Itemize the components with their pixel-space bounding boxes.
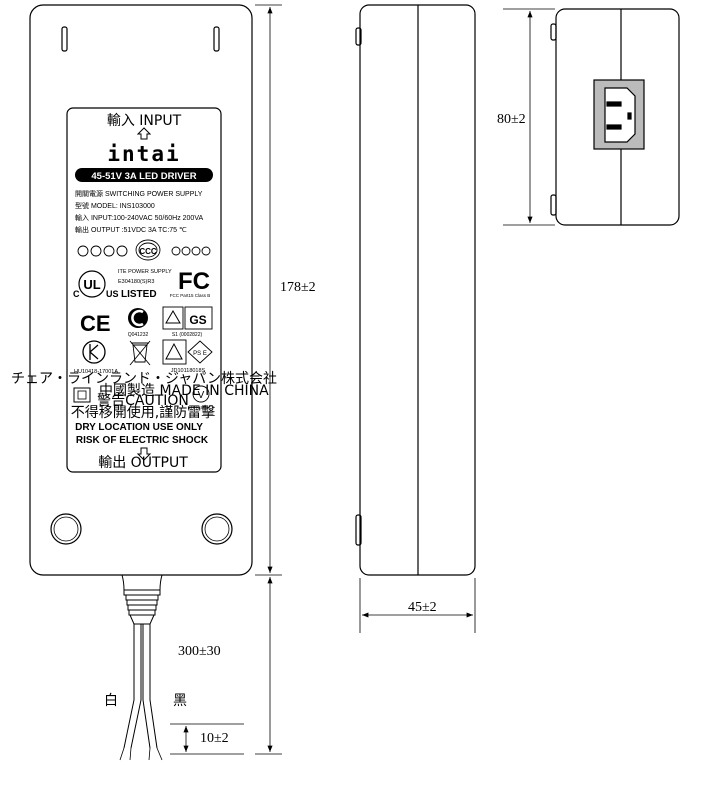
end-view <box>550 8 680 226</box>
kc-mark-icon <box>82 340 106 364</box>
fcc-sub: FCC Part15 Class B <box>170 293 211 298</box>
dim-width: 45±2 <box>408 600 437 615</box>
file-number: E304180(S)R3 <box>118 279 154 285</box>
input-arrow-icon <box>136 127 152 140</box>
ite-text: ITE POWER SUPPLY <box>118 269 172 275</box>
label-output-title: 輸出 OUTPUT <box>98 455 188 471</box>
tuv-cert: S1 (0002822) <box>172 332 203 338</box>
label-content: 輸入 INPUT intai 45-51V 3A LED DRIVER 開關電源… <box>11 113 277 471</box>
product-name: 45-51V 3A LED DRIVER <box>91 171 196 182</box>
product-banner <box>75 168 213 182</box>
model-number: 型號 MODEL: INS103000 <box>75 201 155 210</box>
mount-slot-left <box>61 26 68 52</box>
output-rating: 輸出 OUTPUT :51VDC 3A TC:75 ℃ <box>75 225 187 234</box>
dry-location-text: DRY LOCATION USE ONLY <box>75 422 203 433</box>
label-input-title: 輸入 INPUT <box>107 113 182 129</box>
mount-slot-right <box>213 26 220 52</box>
strain-relief <box>121 574 163 625</box>
efficiency-level: V <box>198 390 205 401</box>
jet-mark-icon <box>162 339 187 365</box>
shock-text: RISK OF ELECTRIC SHOCK <box>76 435 209 446</box>
output-arrow-icon <box>136 447 152 461</box>
class2-square-icon <box>73 387 91 403</box>
caution-cn: 不得移開使用,謹防雷擊 <box>71 404 215 421</box>
dim-height: 80±2 <box>497 112 526 127</box>
lightning-icon <box>77 245 89 257</box>
dim-strip: 10±2 <box>200 731 229 746</box>
polarity-minus-icon <box>201 246 211 256</box>
company-name: チェア・ラインランド・ジャパン株式会社 <box>11 371 277 387</box>
made-in: 中國製造 MADE IN CHINA <box>99 383 269 399</box>
dim-cable: 300±30 <box>178 644 221 659</box>
c-tick-cert: Q041232 <box>128 332 149 338</box>
weee-bin-icon <box>129 340 151 366</box>
foot-right <box>201 513 233 545</box>
svg-text:CCC: CCC <box>139 247 157 256</box>
wire-white-label: 白 <box>104 693 118 709</box>
pse-diamond-icon <box>187 340 213 364</box>
recycle-icon <box>103 245 115 257</box>
label-panel <box>66 107 222 473</box>
polarity-plus-icon <box>171 246 181 256</box>
ul-c: C <box>73 289 80 299</box>
dc-cable <box>119 624 163 761</box>
efficiency-sub: EFFICIENCY <box>188 405 215 410</box>
fcc-logo: FC <box>178 268 210 295</box>
svg-text:PS E: PS E <box>193 351 207 357</box>
dim-length: 178±2 <box>280 280 316 295</box>
caution-title: 警告CAUTION <box>97 393 189 409</box>
kc-cert: HU10418-17001A <box>74 369 118 375</box>
svg-text:GS: GS <box>189 313 206 327</box>
jet-cert: JD10118018S <box>171 368 206 374</box>
eye-icon <box>116 245 128 257</box>
svg-text:UL: UL <box>83 277 100 292</box>
brand-logo: intai <box>107 142 180 166</box>
supply-type: 開關電源 SWITCHING POWER SUPPLY <box>75 189 203 198</box>
hazard-icon <box>90 245 102 257</box>
end-body <box>555 8 680 226</box>
input-rating: 輸入 INPUT:100-240VAC 50/60Hz 200VA <box>75 213 203 222</box>
ce-mark: CE <box>80 311 111 336</box>
side-view <box>355 4 476 576</box>
c-tick-icon <box>128 308 148 328</box>
cert-symbols-row <box>77 239 211 261</box>
ul-mark-icon: UL <box>78 270 106 298</box>
listed-text: LISTED <box>121 289 157 300</box>
dimension-lines <box>170 4 555 755</box>
foot-left <box>50 513 82 545</box>
wire-black-label: 黑 <box>173 693 187 709</box>
tuv-mark-icon <box>162 306 184 330</box>
efficiency-mark-icon <box>192 385 210 403</box>
ul-us: US <box>106 289 119 299</box>
ccc-mark-icon <box>135 239 161 261</box>
gs-mark-icon <box>184 306 213 330</box>
